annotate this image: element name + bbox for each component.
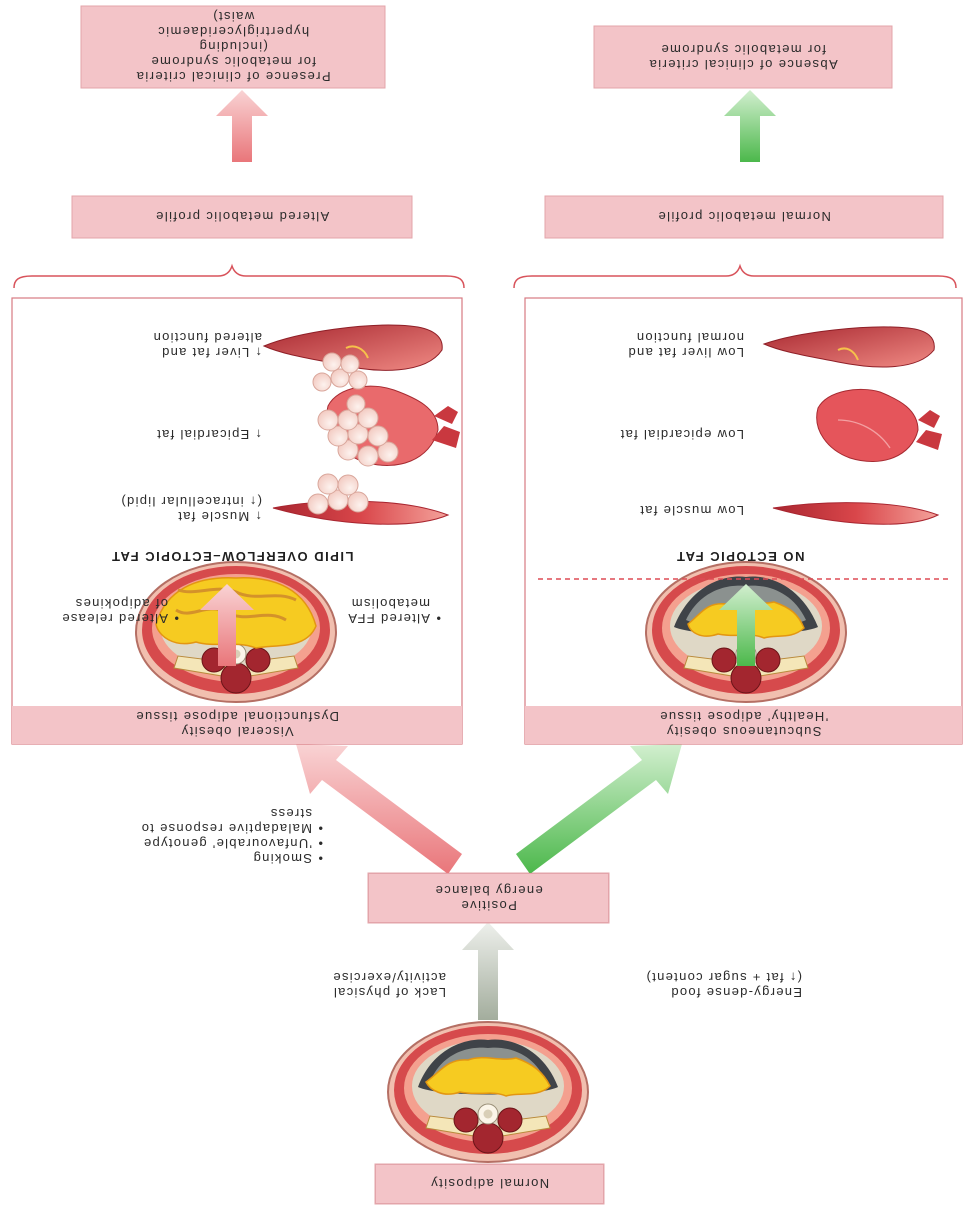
- abdomen-cross-section-normal: [388, 1022, 588, 1162]
- visceral-muscle-line2: (↑ intracellular lipid): [120, 494, 262, 509]
- absence-criteria-box: Absence of clinical criteria for metabol…: [594, 26, 892, 88]
- healthy-title-line1: Subcutaneous obesity: [525, 724, 962, 739]
- normal-adiposity-box: Normal adiposity: [375, 1164, 604, 1204]
- healthy-muscle-line1: Low muscle fat: [639, 503, 744, 518]
- visceral-muscle-line1: ↑ Muscle fat: [120, 509, 262, 524]
- risk-factor-smoking: Smoking: [22, 851, 312, 866]
- green-arrow-result: [724, 90, 776, 162]
- normal-adiposity-label: Normal adiposity: [430, 1177, 549, 1192]
- visceral-bullet1-line1: Altered FFA: [347, 611, 430, 626]
- absence-criteria-line2: for metabolic syndrome: [660, 42, 826, 57]
- presence-criteria-line5: waist): [212, 10, 254, 25]
- presence-criteria-box: Presence of clinical criteria for metabo…: [81, 6, 385, 88]
- presence-criteria-line3: (including: [198, 40, 268, 55]
- healthy-title-line2: 'Healthy' adipose tissue: [525, 709, 962, 724]
- visceral-organ-label-epicardial: ↑ Epicardial fat: [156, 427, 262, 442]
- visceral-title-line1: Visceral obesity: [12, 724, 462, 739]
- green-arrow-healthy: [516, 744, 682, 874]
- visceral-title-line2: Dysfunctional adipose tissue: [12, 709, 462, 724]
- risk-factor-list: Smoking 'Unfavourable' genotype Maladapt…: [12, 806, 312, 866]
- energy-dense-food-line2: (↑ fat + sugar content): [645, 970, 802, 985]
- healthy-organ-label-liver: Low liver fat and normal function: [627, 330, 744, 360]
- absence-criteria-line1: Absence of clinical criteria: [648, 57, 838, 72]
- healthy-liver-line2: normal function: [627, 330, 744, 345]
- positive-energy-balance-box: Positive energy balance: [368, 873, 609, 923]
- altered-metabolic-profile-label: Altered metabolic profile: [155, 210, 329, 225]
- lack-of-activity-label: Lack of physical activity/exercise: [332, 970, 446, 1000]
- visceral-bullet-ffa: Altered FFA metabolism: [347, 596, 430, 626]
- visceral-organ-label-muscle: ↑ Muscle fat (↑ intracellular lipid): [120, 494, 262, 524]
- healthy-organ-label-muscle: Low muscle fat: [639, 503, 744, 518]
- risk-factor-genotype: 'Unfavourable' genotype: [22, 836, 312, 851]
- presence-criteria-line2: for metabolic syndrome: [150, 55, 316, 70]
- presence-criteria-line4: hypertriglyceridaemic: [157, 25, 309, 40]
- brace-visceral: [14, 266, 464, 288]
- risk-factor-stress: Maladaptive response to stress: [112, 806, 312, 836]
- healthy-epicardial-line1: Low epicardial fat: [619, 427, 744, 442]
- visceral-panel-title: Visceral obesity Dysfunctional adipose t…: [12, 706, 462, 744]
- healthy-panel-title: Subcutaneous obesity 'Healthy' adipose t…: [525, 706, 962, 744]
- visceral-bullet1-line2: metabolism: [347, 596, 430, 611]
- grey-arrow-up: [462, 922, 514, 1020]
- brace-healthy: [514, 266, 956, 288]
- energy-dense-food-label: Energy-dense food (↑ fat + sugar content…: [645, 970, 802, 1000]
- healthy-organ-label-epicardial: Low epicardial fat: [619, 427, 744, 442]
- visceral-bullet2-line2: of adipokines: [61, 596, 168, 611]
- normal-metabolic-profile-label: Normal metabolic profile: [657, 210, 831, 225]
- positive-energy-line2: energy balance: [434, 883, 543, 898]
- visceral-epicardial-line1: ↑ Epicardial fat: [156, 427, 262, 442]
- normal-metabolic-profile-box: Normal metabolic profile: [545, 196, 943, 238]
- presence-criteria-line1: Presence of clinical criteria: [135, 70, 330, 85]
- healthy-liver-line1: Low liver fat and: [627, 345, 744, 360]
- lack-of-activity-line2: activity/exercise: [332, 970, 446, 985]
- visceral-bullet-adipokines: Altered release of adipokines: [61, 596, 168, 626]
- positive-energy-line1: Positive: [460, 898, 517, 913]
- lipid-overflow-heading: LIPID OVERFLOW–ECTOPIC FAT: [32, 549, 432, 564]
- visceral-liver-line2: altered function: [152, 330, 262, 345]
- altered-metabolic-profile-box: Altered metabolic profile: [72, 196, 412, 238]
- no-ectopic-fat-heading: NO ECTOPIC FAT: [620, 549, 860, 564]
- red-arrow-result: [216, 90, 268, 162]
- visceral-organ-label-liver: ↑ Liver fat and altered function: [152, 330, 262, 360]
- visceral-bullet2-line1: Altered release: [61, 611, 168, 626]
- visceral-liver-line1: ↑ Liver fat and: [152, 345, 262, 360]
- lack-of-activity-line1: Lack of physical: [332, 985, 446, 1000]
- energy-dense-food-line1: Energy-dense food: [645, 985, 802, 1000]
